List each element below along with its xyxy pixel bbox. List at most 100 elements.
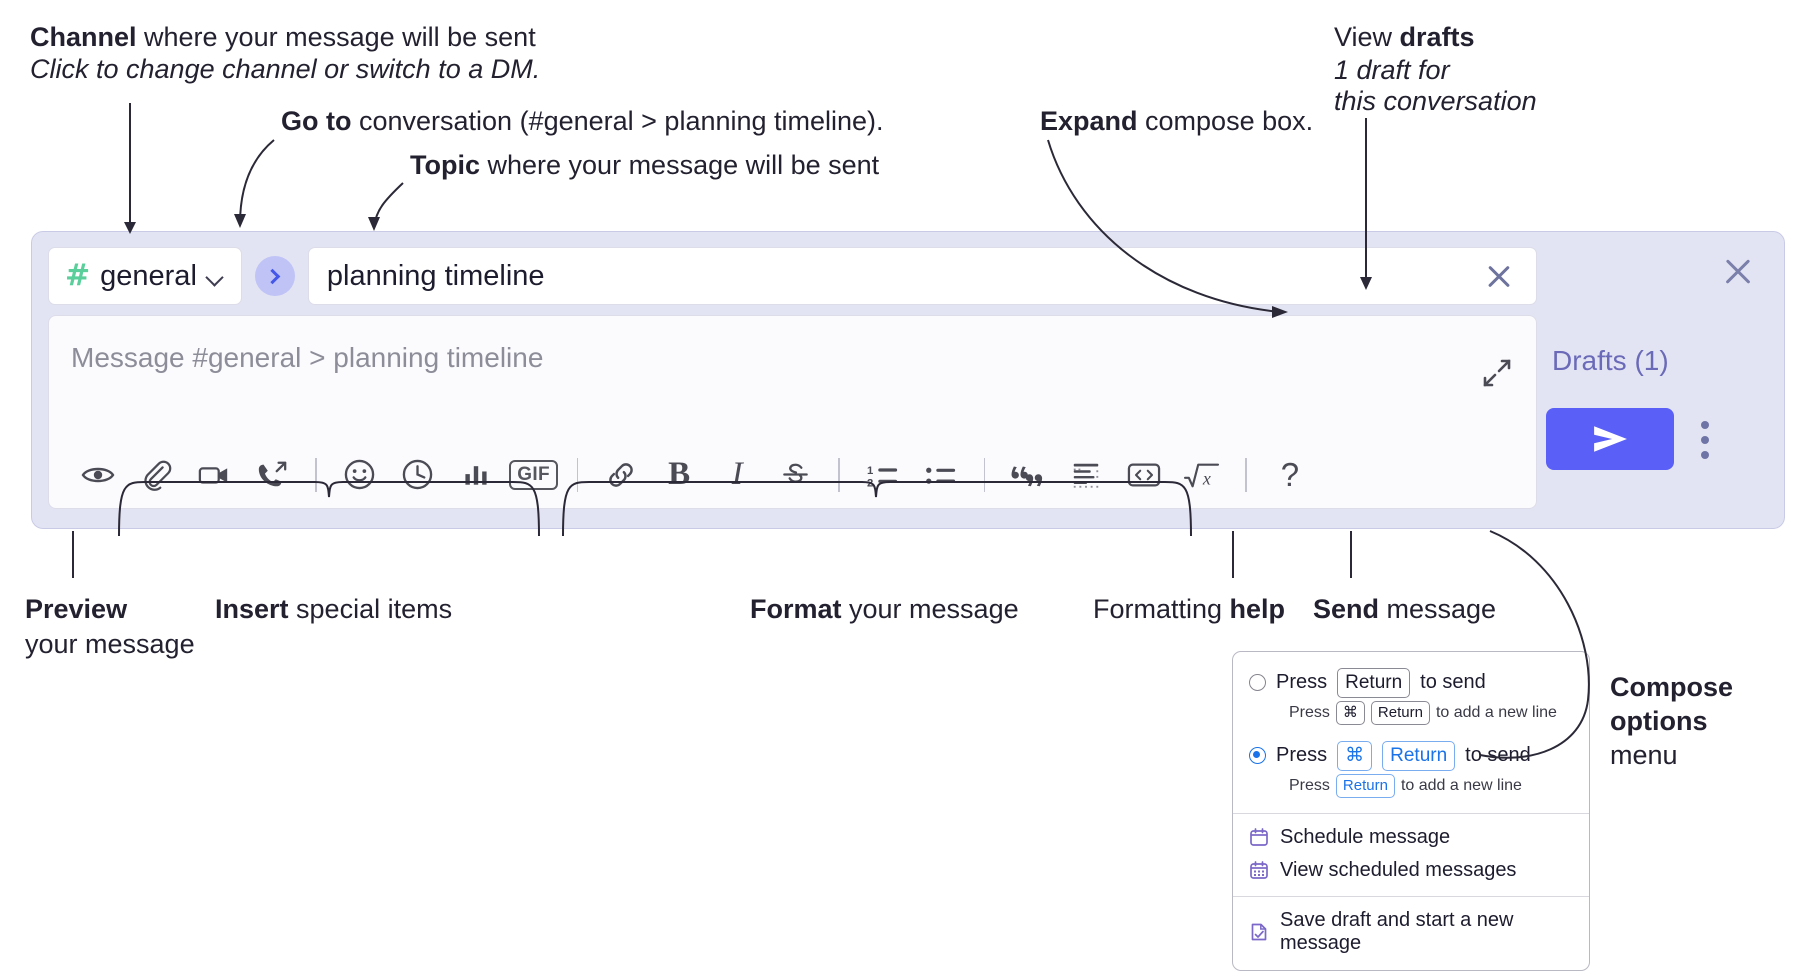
option-0-sub-prefix: Press [1289, 703, 1330, 721]
option-0-suffix: to send [1420, 671, 1486, 694]
toolbar-divider [315, 457, 317, 492]
option-0-prefix: Press [1276, 671, 1328, 694]
annotation-channel-rest: where your message will be sent [136, 22, 536, 52]
annotation-preview-bold: Preview [25, 594, 128, 624]
compose-panel: # general planning timeline Message #gen… [31, 231, 1785, 529]
gif-label: GIF [509, 459, 558, 490]
annotation-channel: Channel where your message will be sent [30, 22, 536, 54]
context-row: # general planning timeline [48, 247, 1537, 305]
italic-label: I [731, 456, 743, 492]
inline-code-icon[interactable] [1115, 446, 1173, 504]
more-dot [1701, 436, 1709, 444]
annotation-drafts-line2: 1 draft for [1334, 55, 1450, 87]
clock-schedule-icon[interactable] [389, 446, 447, 504]
annotation-send-rest: message [1379, 594, 1497, 624]
option-1-sub-prefix: Press [1289, 776, 1330, 794]
attachment-paperclip-icon[interactable] [127, 446, 185, 504]
annotation-goto-rest: conversation (#general > planning timeli… [351, 106, 884, 136]
annotation-drafts-italic-2: this conversation [1334, 86, 1537, 116]
annotation-send-bold: Send [1313, 594, 1380, 624]
annotation-send: Send message [1313, 594, 1496, 626]
annotation-drafts-bold: drafts [1399, 22, 1475, 52]
preview-eye-icon[interactable] [69, 446, 127, 504]
toolbar-divider [1245, 457, 1247, 492]
compose-options-button[interactable] [1692, 412, 1718, 468]
menu-item-label: View scheduled messages [1280, 858, 1517, 881]
compose-inner: # general planning timeline Message #gen… [48, 247, 1537, 513]
close-icon[interactable] [1482, 259, 1516, 293]
bold-icon[interactable]: B [650, 446, 708, 504]
chevron-right-icon [265, 268, 281, 284]
toolbar-divider [576, 457, 579, 492]
annotation-insert-bold: Insert [215, 594, 289, 624]
annotation-format-bold: Format [750, 594, 842, 624]
svg-text:1: 1 [867, 465, 873, 477]
calendar-schedule-icon [1249, 827, 1269, 847]
gif-icon[interactable]: GIF [505, 446, 563, 504]
annotation-format-rest: your message [841, 594, 1019, 624]
latex-icon[interactable]: x [1173, 446, 1231, 504]
blockquote-icon[interactable] [999, 446, 1057, 504]
help-label: ? [1280, 455, 1300, 493]
annotation-drafts: View drafts [1334, 22, 1475, 54]
menu-option-0-sub: Press ⌘ Return to add a new line [1233, 700, 1589, 731]
key-return: Return [1370, 700, 1430, 725]
code-block-icon[interactable] [1057, 446, 1115, 504]
more-dot [1701, 451, 1709, 459]
annotation-channel-italic: Click to change channel or switch to a D… [30, 54, 541, 84]
option-1-sub-suffix: to add a new line [1400, 776, 1522, 794]
menu-item-view-scheduled-messages[interactable]: View scheduled messages [1233, 854, 1589, 887]
save-draft-icon [1249, 922, 1269, 942]
expand-compose-button[interactable] [1482, 358, 1512, 388]
annotation-compose-bold2: options [1610, 706, 1708, 736]
annotation-compose-options-1: Compose [1610, 672, 1733, 704]
annotation-compose-bold1: Compose [1610, 672, 1734, 702]
annotation-insert: Insert special items [215, 594, 452, 626]
drafts-link[interactable]: Drafts (1) [1552, 345, 1669, 376]
annotation-drafts-prefix: View [1334, 22, 1400, 52]
annotation-preview-rest: your message [25, 629, 195, 659]
italic-icon[interactable]: I [708, 446, 766, 504]
link-icon[interactable] [592, 446, 650, 504]
annotation-fhelp-prefix: Formatting [1093, 594, 1230, 624]
menu-option-return-to-send[interactable]: Press Return to send [1233, 664, 1589, 700]
phone-call-icon[interactable] [243, 446, 301, 504]
compose-options-menu: Press Return to send Press ⌘ Return to a… [1232, 651, 1590, 971]
poll-bars-icon[interactable] [447, 446, 505, 504]
annotation-drafts-italic-1: 1 draft for [1334, 55, 1450, 85]
topic-input[interactable]: planning timeline [307, 247, 1537, 305]
annotation-expand-bold: Expand [1040, 106, 1138, 136]
close-icon[interactable] [1720, 254, 1756, 290]
send-button[interactable] [1546, 408, 1674, 470]
send-paper-plane-icon [1594, 426, 1627, 452]
radio-icon[interactable] [1249, 674, 1266, 692]
toolbar-divider [983, 457, 986, 492]
radio-icon-selected[interactable] [1249, 747, 1266, 765]
go-to-conversation-button[interactable] [254, 256, 295, 296]
message-box: Message #general > planning timeline [48, 315, 1537, 509]
menu-item-save-draft[interactable]: Save draft and start a new message [1233, 904, 1589, 960]
strikethrough-icon[interactable] [766, 446, 824, 504]
annotation-compose-rest: menu [1610, 740, 1678, 770]
channel-selector[interactable]: # general [48, 247, 242, 305]
key-return: Return [1335, 773, 1395, 798]
formatting-help-icon[interactable]: ? [1261, 446, 1319, 504]
message-input[interactable]: Message #general > planning timeline [49, 316, 1536, 442]
annotation-expand: Expand compose box. [1040, 106, 1313, 138]
chevron-down-icon [207, 271, 225, 282]
menu-item-label: Schedule message [1280, 825, 1451, 848]
option-1-suffix: to send [1465, 744, 1531, 767]
video-camera-icon[interactable] [185, 446, 243, 504]
annotation-compose-options-2: options [1610, 706, 1707, 738]
annotation-format: Format your message [750, 594, 1019, 626]
svg-text:2: 2 [867, 477, 873, 489]
menu-item-schedule-message[interactable]: Schedule message [1233, 821, 1589, 854]
message-placeholder: Message #general > planning timeline [71, 342, 544, 373]
menu-option-cmd-return-to-send[interactable]: Press ⌘ Return to send [1233, 731, 1589, 773]
annotation-fhelp-bold: help [1229, 594, 1286, 624]
emoji-smiley-icon[interactable] [331, 446, 389, 504]
channel-name-label: general [100, 259, 197, 292]
bulleted-list-icon[interactable] [912, 446, 970, 504]
